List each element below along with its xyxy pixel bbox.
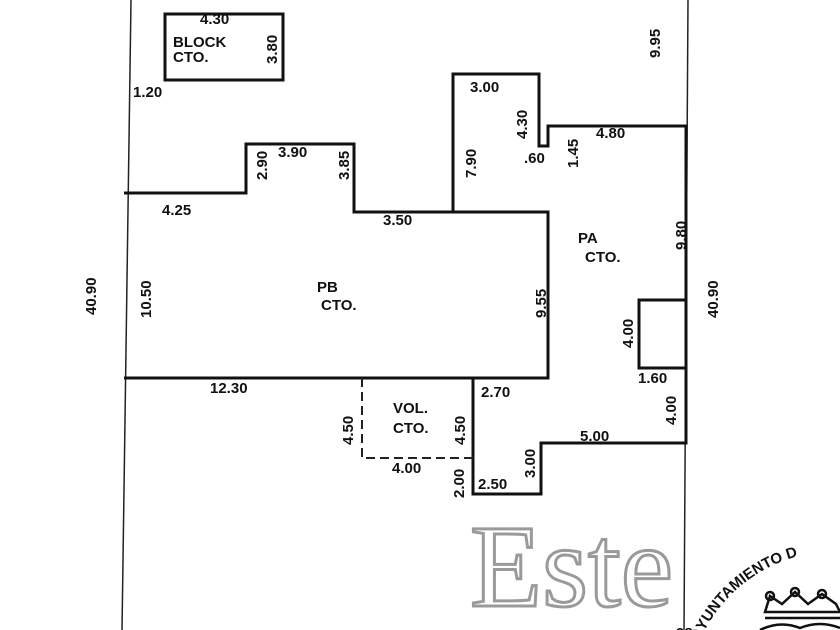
dim-label: 12.30: [210, 380, 248, 397]
dim-label: 2.50: [478, 476, 507, 493]
pb-name: PB: [317, 279, 338, 296]
dim-label: 3.90: [278, 144, 307, 161]
dim-label: 9.55: [533, 289, 550, 318]
dim-label: 3.85: [336, 151, 353, 180]
vol-width: 4.00: [392, 460, 421, 477]
left-property-line: [121, 0, 132, 630]
pa-inset: [637, 298, 686, 370]
pb-outline: [124, 142, 550, 380]
dim-label: 4.00: [620, 319, 637, 348]
dim-label: 1.45: [565, 139, 582, 168]
pa-name: PA: [578, 230, 598, 247]
top-right-dim: 9.95: [647, 29, 664, 58]
block-offset: 1.20: [133, 84, 162, 101]
pb-sub: CTO.: [321, 297, 357, 314]
dim-label: 2.90: [254, 151, 271, 180]
dim-label: 3.00: [470, 79, 499, 96]
vol-outline: [361, 378, 473, 459]
watermark: Este: [470, 501, 673, 630]
dim-label: 4.30: [514, 110, 531, 139]
dim-label: 2.00: [451, 469, 468, 498]
block-sub: CTO.: [173, 49, 209, 66]
block-width: 4.30: [200, 11, 229, 28]
crown-icon: [759, 586, 840, 630]
dim-label: 3.00: [522, 449, 539, 478]
dim-label: 4.50: [452, 416, 469, 445]
dim-label: .60: [524, 150, 545, 167]
dim-label: 2.70: [481, 384, 510, 401]
dim-label: 5.00: [580, 428, 609, 445]
dim-label: 10.50: [138, 280, 155, 318]
municipal-seal: AYUNTAMIENTO D 98: [676, 544, 840, 630]
seal-bottom-fragment: 98: [676, 625, 693, 630]
block-name: BLOCK: [173, 34, 226, 51]
dim-label: 4.25: [162, 202, 191, 219]
right-total: 40.90: [705, 280, 722, 318]
vol-sub: CTO.: [393, 420, 429, 437]
pa-sub: CTO.: [585, 249, 621, 266]
vol-name: VOL.: [393, 400, 428, 417]
dim-label: 4.00: [663, 396, 680, 425]
dim-label: 9.80: [673, 221, 690, 250]
dim-label: 3.50: [383, 212, 412, 229]
block-height: 3.80: [264, 35, 281, 64]
vol-height: 4.50: [340, 416, 357, 445]
dim-label: 4.80: [596, 125, 625, 142]
block-outline: [163, 12, 285, 82]
dim-label: 1.60: [638, 370, 667, 387]
dim-label: 7.90: [463, 149, 480, 178]
left-total: 40.90: [83, 277, 100, 315]
pa-outline: [451, 72, 688, 496]
